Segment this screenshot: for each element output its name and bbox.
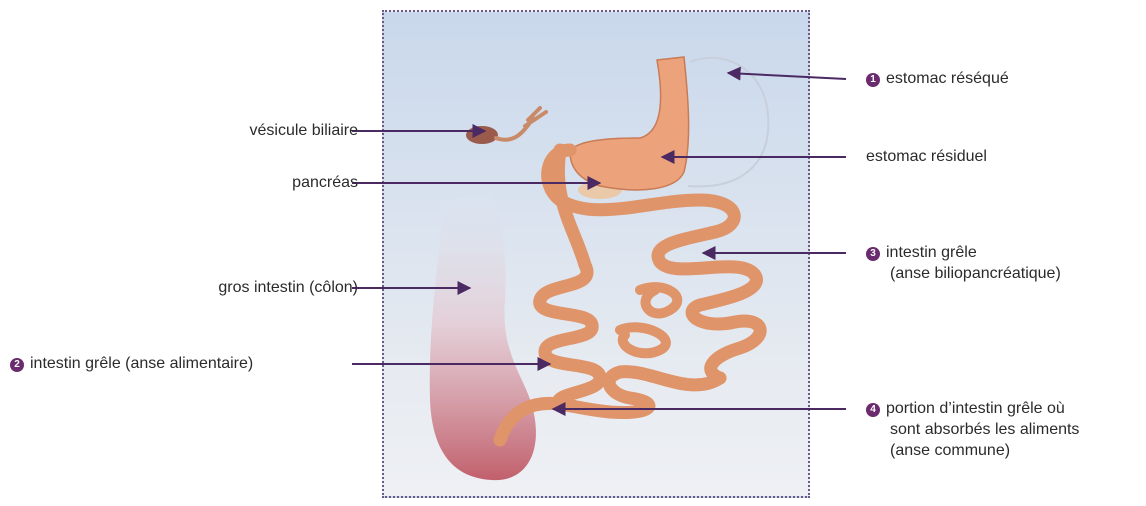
badge-1: 1 [866,73,880,87]
gallbladder-shape [466,126,498,144]
label-anse-commune-line3: (anse commune) [866,440,1079,461]
label-vesicule-biliaire: vésicule biliaire [250,120,359,141]
intestinal-coils [620,287,677,353]
label-anse-biliopancreatique: 3 intestin grêle (anse biliopancréatique) [866,242,1061,284]
colon-shape [430,195,536,480]
residual-stomach-shape [570,57,689,190]
label-estomac-reseque: 1 estomac réséqué [866,68,1009,89]
label-anse-alimentaire-text: intestin grêle (anse alimentaire) [30,355,253,372]
label-estomac-residuel: estomac résiduel [866,146,987,167]
badge-3: 3 [866,247,880,261]
arrow-estomac-reseque [728,73,846,79]
label-gros-intestin: gros intestin (côlon) [218,277,358,298]
bile-duct-shape [496,108,546,140]
label-pancreas: pancréas [292,172,358,193]
badge-4: 4 [866,403,880,417]
label-anse-bilio-line1: intestin grêle [886,244,977,261]
label-anse-alimentaire: 2 intestin grêle (anse alimentaire) [10,353,253,374]
resected-stomach-outline [688,58,768,187]
label-estomac-reseque-text: estomac réséqué [886,70,1009,87]
label-anse-commune: 4 portion d’intestin grêle où sont absorb… [866,398,1079,461]
label-anse-commune-line2: sont absorbés les aliments [866,419,1079,440]
label-anse-commune-line1: portion d’intestin grêle où [886,400,1065,417]
label-anse-bilio-line2: (anse biliopancréatique) [866,263,1061,284]
badge-2: 2 [10,358,24,372]
